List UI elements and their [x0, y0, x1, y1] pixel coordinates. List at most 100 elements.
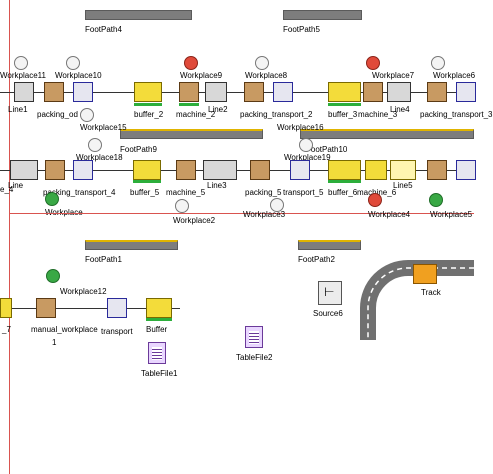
track-vehicle-icon[interactable] — [413, 264, 437, 284]
source6-arrow-icon: ⊢ — [324, 285, 335, 299]
workplace18-icon[interactable] — [88, 138, 102, 152]
footpath1[interactable] — [85, 240, 178, 250]
line5-label: Line5 — [393, 181, 413, 190]
tablefile2-icon[interactable] — [245, 326, 263, 348]
buffer-icon[interactable] — [146, 298, 172, 318]
worker-path-row2 — [10, 213, 474, 214]
machine6-icon[interactable] — [365, 160, 387, 180]
transport5-label: transport_5 — [283, 188, 324, 197]
workplace9-icon[interactable] — [184, 56, 198, 70]
buffer-label: Buffer — [146, 325, 168, 334]
line4-label: Line4 — [390, 105, 410, 114]
packing-transport2-icon[interactable] — [273, 82, 293, 102]
manual-workplace1-label: manual_workplace — [31, 325, 98, 334]
packing-transport3-pack-icon[interactable] — [427, 82, 447, 102]
line2-label: Line2 — [208, 105, 228, 114]
buffer3-label: buffer_3 — [328, 110, 358, 119]
workplace7-icon[interactable] — [366, 56, 380, 70]
line-icon[interactable] — [10, 160, 38, 180]
left-partial-buffer-icon[interactable] — [0, 298, 12, 318]
workplace2-icon[interactable] — [175, 199, 189, 213]
workplace19-icon[interactable] — [299, 138, 313, 152]
machine3-label: machine_3 — [358, 110, 398, 119]
packing5-icon[interactable] — [250, 160, 270, 180]
transport6-pack-icon[interactable] — [427, 160, 447, 180]
workplace15-icon[interactable] — [80, 108, 94, 122]
machine2-icon[interactable] — [179, 82, 199, 102]
machine3-icon[interactable] — [363, 82, 383, 102]
tablefile1-label: TableFile1 — [141, 369, 178, 378]
buffer3-icon[interactable] — [328, 82, 361, 102]
packing-transport3-label: packing_transport_3 — [420, 110, 493, 119]
workplace4-icon[interactable] — [368, 193, 382, 207]
packing-transport2-pack-icon[interactable] — [244, 82, 264, 102]
line3-icon[interactable] — [203, 160, 237, 180]
buffer6-icon[interactable] — [328, 160, 361, 180]
packing-od-icon[interactable] — [44, 82, 64, 102]
buffer6-level-bar — [328, 180, 361, 183]
buffer2-level-bar — [134, 103, 162, 106]
buffer5-level-bar — [133, 180, 161, 183]
source6-label: Source6 — [313, 309, 343, 318]
line2-icon[interactable] — [205, 82, 227, 102]
workplace3-icon[interactable] — [270, 198, 284, 212]
workplace2-label: Workplace2 — [173, 216, 216, 225]
line1-icon[interactable] — [14, 82, 34, 102]
workplace-label: Workplace — [45, 208, 83, 217]
processor-1-icon[interactable] — [73, 82, 93, 102]
row3-connector — [0, 308, 180, 309]
workplace6-icon[interactable] — [431, 56, 445, 70]
buffer2-icon[interactable] — [134, 82, 162, 102]
workplace-icon[interactable] — [45, 192, 59, 206]
packing-transport4-label: packing_transport_4 — [43, 188, 116, 197]
footpath2[interactable] — [298, 240, 361, 250]
buffer-level-bar — [146, 318, 172, 321]
footpath10-label: FootPath10 — [306, 145, 348, 154]
packing-transport2-label: packing_transport_2 — [240, 110, 313, 119]
workplace8-label: Workplace8 — [245, 71, 288, 80]
packing-transport4-icon[interactable] — [73, 160, 93, 180]
line5-icon[interactable] — [390, 160, 416, 180]
track-path[interactable] — [360, 260, 474, 340]
footpath4[interactable] — [85, 10, 192, 20]
source6-icon[interactable]: ⊢ — [318, 281, 342, 305]
workplace10-icon[interactable] — [66, 56, 80, 70]
workplace16-label: Workplace16 — [277, 123, 324, 132]
left-boundary-line — [9, 0, 10, 474]
footpath10[interactable] — [300, 129, 474, 139]
workplace12-label: Workplace12 — [60, 287, 107, 296]
machine5-label: machine_5 — [166, 188, 206, 197]
workplace18-label: Workplace18 — [76, 153, 123, 162]
workplace5-icon[interactable] — [429, 193, 443, 207]
machine2-status-bar — [179, 103, 199, 106]
footpath9-label: FootPath9 — [120, 145, 157, 154]
footpath2-label: FootPath2 — [298, 255, 335, 264]
workplace12-icon[interactable] — [46, 269, 60, 283]
buffer3-level-bar — [328, 103, 361, 106]
buffer5-label: buffer_5 — [130, 188, 160, 197]
machine2-label: machine_2 — [176, 110, 216, 119]
transport5-icon[interactable] — [290, 160, 310, 180]
packing-transport4-pack-icon[interactable] — [45, 160, 65, 180]
workplace5-label: Workplace5 — [430, 210, 473, 219]
packing5-label: packing_5 — [245, 188, 282, 197]
transport6-icon[interactable] — [456, 160, 476, 180]
workplace8-icon[interactable] — [255, 56, 269, 70]
packing-transport3-icon[interactable] — [456, 82, 476, 102]
machine5-icon[interactable] — [176, 160, 196, 180]
workplace11-icon[interactable] — [14, 56, 28, 70]
footpath1-label: FootPath1 — [85, 255, 122, 264]
footpath9[interactable] — [120, 129, 263, 139]
line4-icon[interactable] — [387, 82, 411, 102]
workplace19-label: Workplace19 — [284, 153, 331, 162]
transport-icon[interactable] — [107, 298, 127, 318]
footpath4-label: FootPath4 — [85, 25, 122, 34]
row2-connector — [0, 170, 474, 171]
left-partial-label: e_4 — [0, 185, 14, 194]
manual-workplace1-icon[interactable] — [36, 298, 56, 318]
tablefile1-icon[interactable] — [148, 342, 166, 364]
footpath5[interactable] — [283, 10, 362, 20]
left-partial-label-row3: _7 — [2, 325, 11, 334]
buffer6-label: buffer_6 — [328, 188, 358, 197]
buffer5-icon[interactable] — [133, 160, 161, 180]
